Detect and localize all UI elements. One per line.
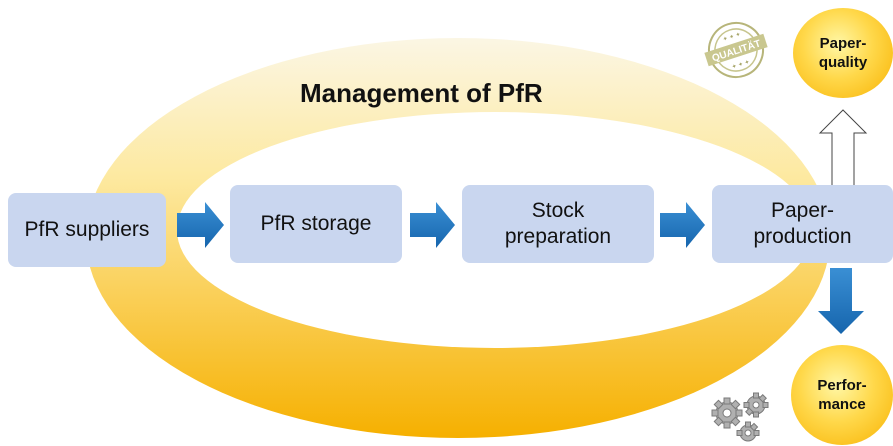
flow-arrow-3 <box>660 202 705 248</box>
outcome-paper-quality-label: Paper- quality <box>818 34 868 72</box>
node-paper-production: Paper- production <box>712 185 893 263</box>
node-pfr-storage: PfR storage <box>230 185 402 263</box>
node-stock-preparation: Stock preparation <box>462 185 654 263</box>
node-paper-production-label: Paper- production <box>753 198 852 248</box>
flow-arrow-2 <box>410 202 455 248</box>
gears-icon <box>711 392 769 442</box>
quality-seal-icon: ✦ ✦ ✦ QUALITÄT ✦ ✦ ✦ <box>704 22 768 78</box>
node-pfr-suppliers-label: PfR suppliers <box>24 217 150 241</box>
arrow-down-to-performance <box>818 268 864 334</box>
svg-text:✦ ✦ ✦: ✦ ✦ ✦ <box>731 59 751 71</box>
outcome-performance-label: Perfor- mance <box>817 376 867 414</box>
node-stock-preparation-label: Stock preparation <box>504 198 612 248</box>
node-pfr-suppliers: PfR suppliers <box>8 193 166 267</box>
flow-arrow-1 <box>177 202 224 248</box>
outcome-performance: Perfor- mance <box>791 345 893 445</box>
node-pfr-storage-label: PfR storage <box>260 211 372 235</box>
arrow-up-to-quality <box>818 109 868 187</box>
outcome-paper-quality: Paper- quality <box>793 8 893 98</box>
diagram-title: Management of PfR <box>300 78 543 108</box>
